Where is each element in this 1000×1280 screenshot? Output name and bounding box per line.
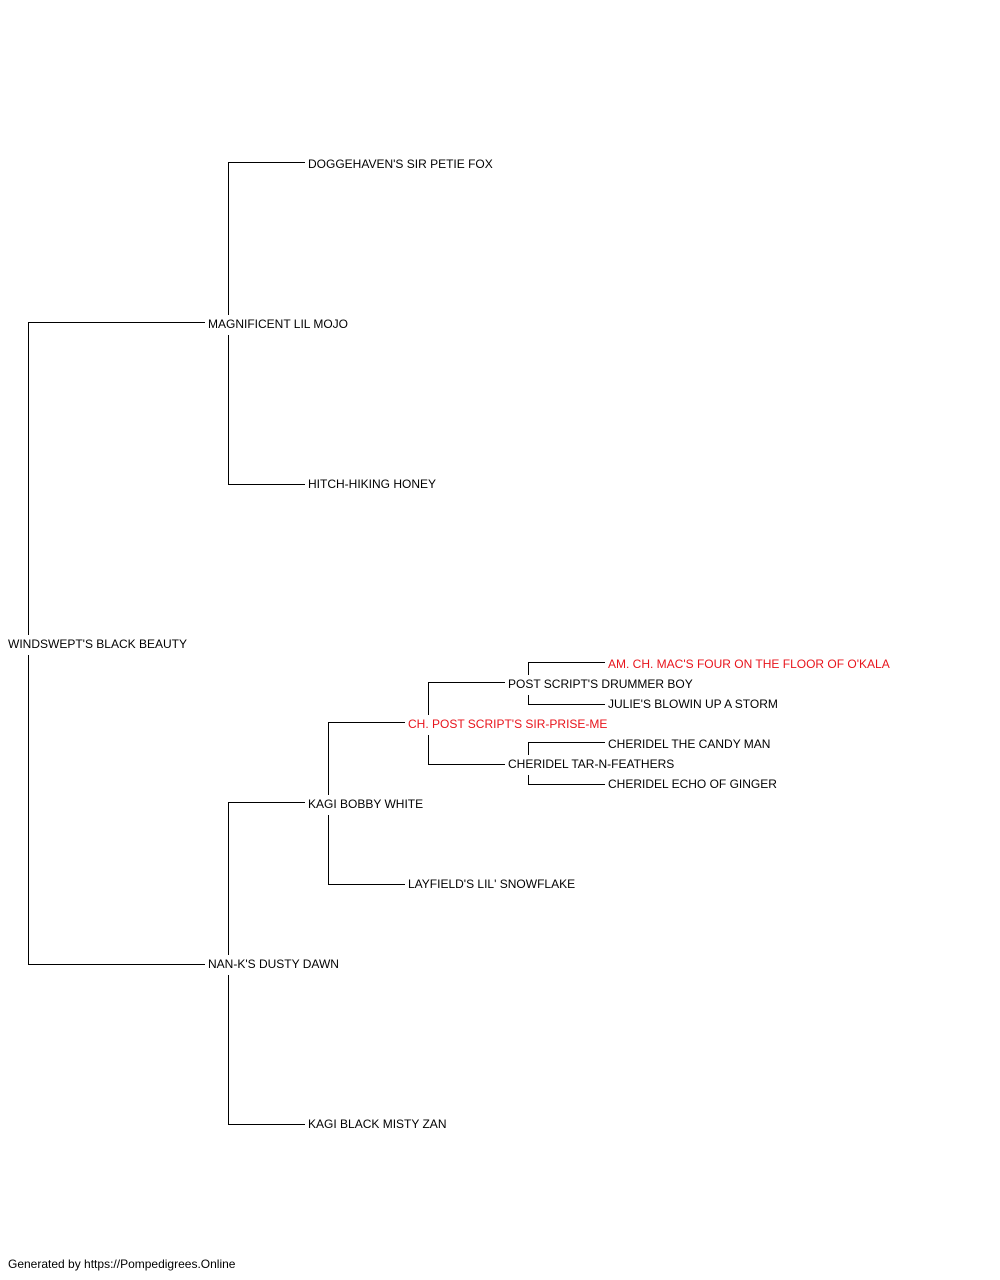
dog-sire-dam: HITCH-HIKING HONEY — [308, 477, 437, 491]
dog-dss-dam: CHERIDEL TAR-N-FEATHERS — [508, 757, 675, 771]
dog-dss-dam-dam: CHERIDEL ECHO OF GINGER — [608, 777, 777, 791]
dog-sire-sire: DOGGEHAVEN'S SIR PETIE FOX — [308, 157, 493, 171]
connector-dss-dam-dam — [528, 775, 605, 785]
connector-dss-dam-sire — [528, 742, 605, 755]
dog-dss-sire-sire: AM. CH. MAC'S FOUR ON THE FLOOR OF O'KAL… — [608, 657, 890, 671]
dog-dam-sire: KAGI BOBBY WHITE — [308, 797, 424, 811]
connector-dam-sire-dam — [328, 815, 405, 885]
dog-dam-sire-dam: LAYFIELD'S LIL' SNOWFLAKE — [408, 877, 576, 891]
dog-dss-dam-sire: CHERIDEL THE CANDY MAN — [608, 737, 771, 751]
dog-sire: MAGNIFICENT LIL MOJO — [208, 317, 349, 331]
dog-dam-dam: KAGI BLACK MISTY ZAN — [308, 1117, 447, 1131]
connector-root-dam — [28, 655, 205, 965]
connector-dam-sire-sire — [328, 722, 405, 795]
dog-dam: NAN-K'S DUSTY DAWN — [208, 957, 339, 971]
connector-root-sire — [28, 322, 205, 635]
connector-dam-sire — [228, 802, 305, 955]
connector-sire-sire — [228, 162, 305, 315]
connector-dss-sire — [428, 682, 505, 715]
connector-dss-sire-dam — [528, 695, 605, 705]
connector-dam-dam — [228, 975, 305, 1125]
dog-dss-sire: POST SCRIPT'S DRUMMER BOY — [508, 677, 693, 691]
connector-dss-dam — [428, 735, 505, 765]
connector-dss-sire-sire — [528, 662, 605, 675]
generator-credit: Generated by https://Pompedigrees.Online — [8, 1257, 236, 1271]
dog-root: WINDSWEPT'S BLACK BEAUTY — [8, 637, 187, 651]
dog-dam-sire-sire: CH. POST SCRIPT'S SIR-PRISE-ME — [408, 717, 608, 731]
dog-dss-sire-dam: JULIE'S BLOWIN UP A STORM — [608, 697, 778, 711]
connector-sire-dam — [228, 335, 305, 485]
